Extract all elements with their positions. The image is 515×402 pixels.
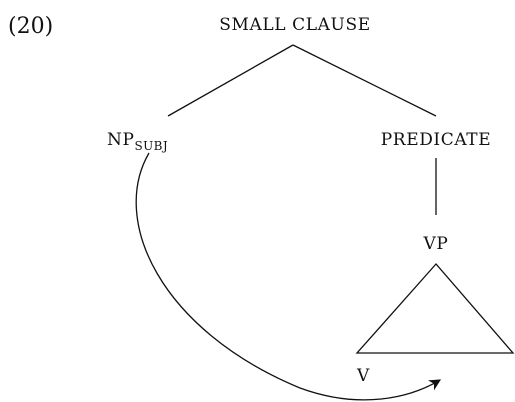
node-predicate: PREDICATE	[381, 130, 492, 150]
node-np-label: NP	[107, 130, 135, 150]
edge-root-to-subject	[167, 44, 294, 117]
movement-arrow	[135, 152, 442, 401]
node-small-clause: SMALL CLAUSE	[219, 15, 370, 35]
node-vp: VP	[423, 234, 449, 254]
node-np-subscript: SUBJ	[135, 139, 169, 153]
example-number: (20)	[8, 14, 53, 39]
edge-root-to-predicate	[292, 44, 437, 117]
node-v: V	[356, 366, 370, 386]
node-np-subject: NPSUBJ	[107, 130, 168, 153]
vp-triangle	[355, 263, 515, 354]
